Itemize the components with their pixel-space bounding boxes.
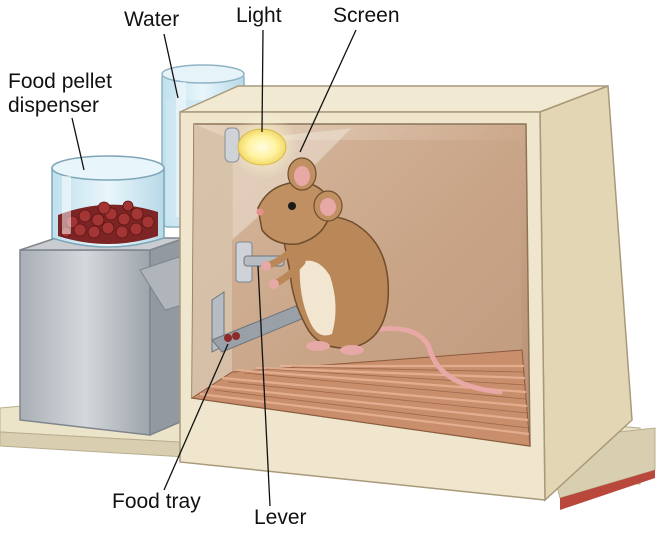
food-tray-leader: [163, 343, 229, 491]
mouse: [256, 157, 503, 395]
dispenser-leader: [71, 117, 85, 171]
label-water: Water: [124, 8, 180, 31]
label-screen: Screen: [333, 4, 400, 27]
screen-leader: [299, 29, 357, 153]
leader-lines: [71, 29, 357, 507]
label-dispenser-line2: dispenser: [8, 94, 100, 117]
label-light: Light: [236, 4, 282, 27]
light-leader: [261, 29, 264, 133]
water-leader: [163, 33, 179, 99]
lever-leader: [257, 265, 271, 507]
light-bulb: [224, 112, 298, 180]
label-dispenser-line1: Food pellet: [8, 70, 112, 93]
label-lever: Lever: [254, 506, 307, 529]
label-food-pellet-dispenser: Food pellet dispenser: [8, 70, 112, 118]
lever: [235, 241, 285, 283]
label-food-tray: Food tray: [112, 490, 201, 513]
food-pellet-jar: [51, 155, 165, 248]
food-tray: [211, 291, 305, 353]
dispenser-housing: [19, 236, 201, 437]
